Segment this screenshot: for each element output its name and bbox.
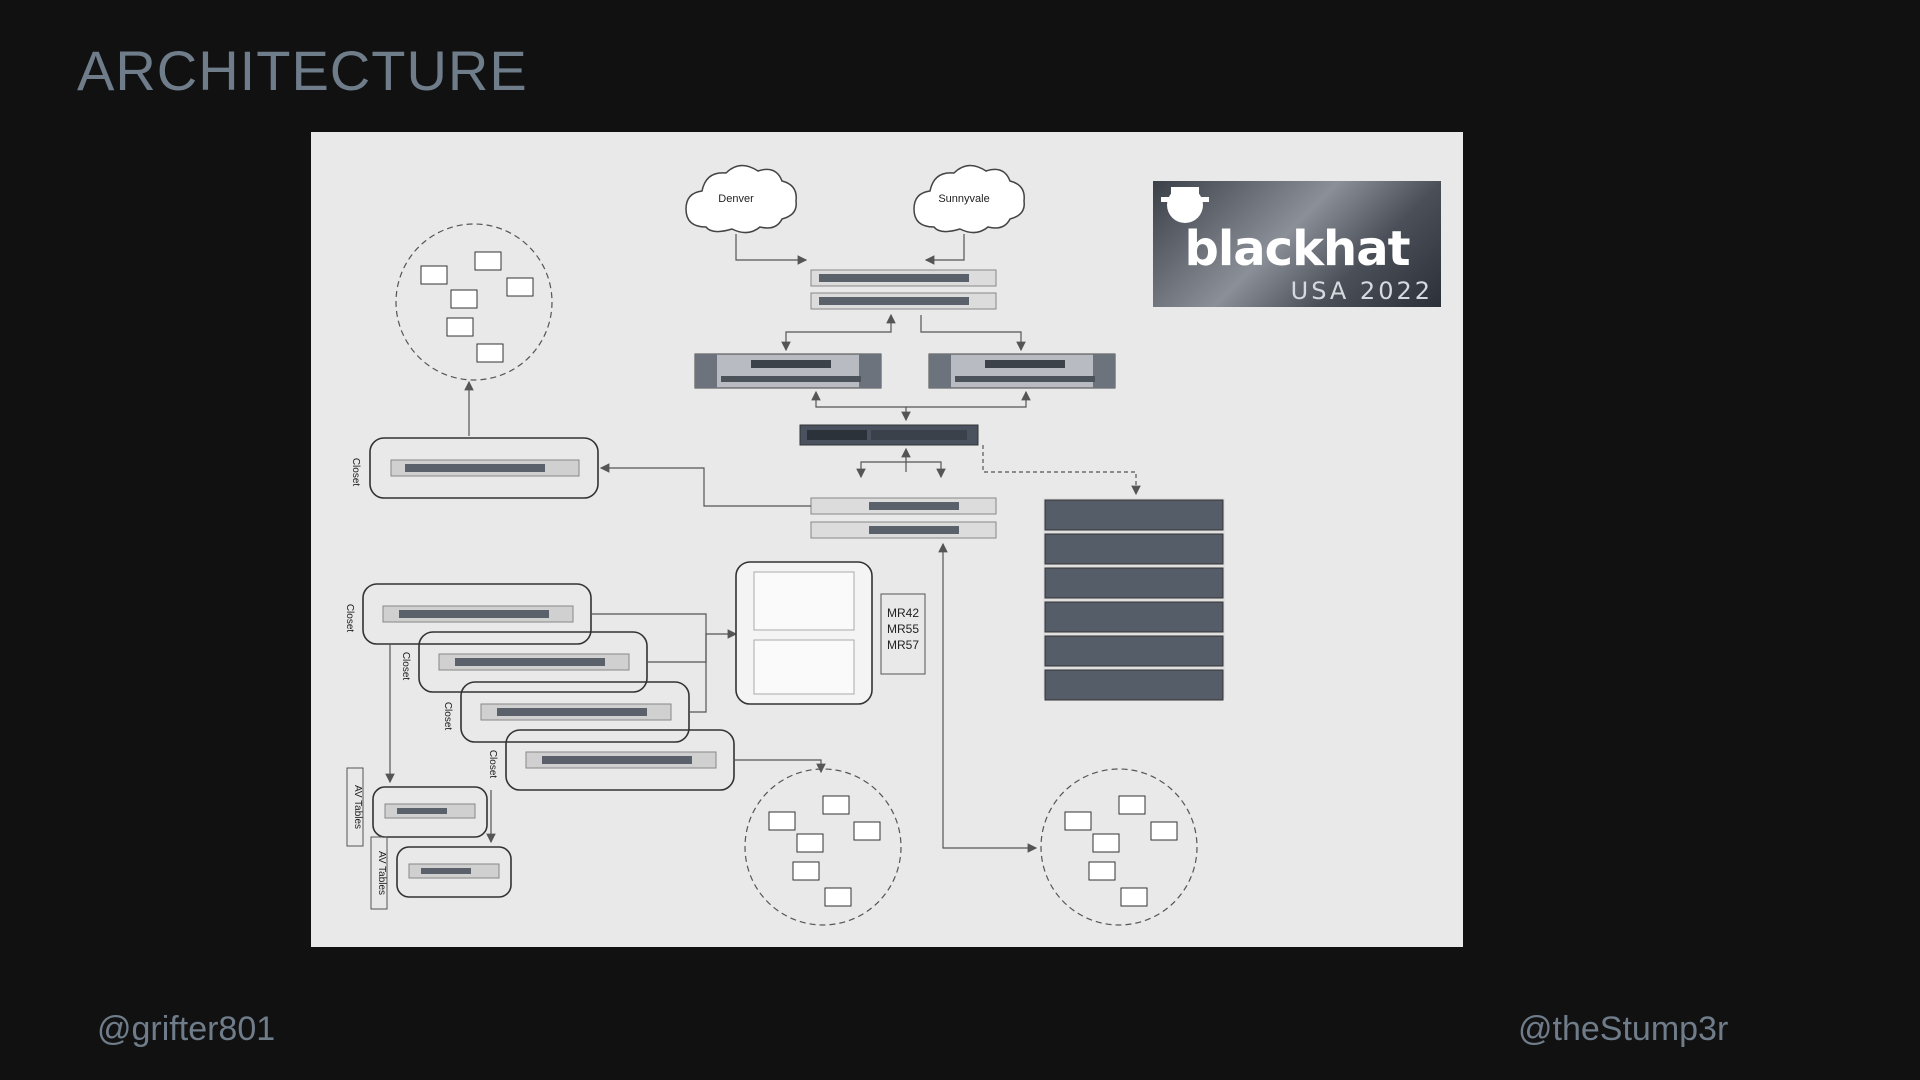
firewall-1: [694, 353, 882, 389]
ap-model-2: MR55: [887, 622, 919, 636]
core-switch-1: [810, 269, 997, 287]
closet-top: Closet: [350, 437, 599, 499]
network-architecture-diagram: Denver Sunnyvale: [311, 132, 1463, 947]
closet-2: Closet: [400, 631, 648, 693]
cloud-sunnyvale: Sunnyvale: [913, 164, 1025, 234]
av-tables-label: AV Tables: [376, 851, 387, 895]
link-closet3-ap: [689, 629, 738, 713]
closet-1: Closet: [344, 583, 592, 645]
client-cluster-bottom-middle: [744, 768, 902, 926]
link-fw2-agg: [906, 390, 1031, 408]
firewall-2: [928, 353, 1116, 389]
link-agg-servers: [982, 445, 1141, 496]
access-point: MR42 MR55 MR57: [735, 561, 926, 705]
ap-model-1: MR42: [887, 606, 919, 620]
blackhat-event: USA 2022: [1290, 277, 1433, 305]
link-denver: [735, 234, 808, 265]
closet-label: Closet: [350, 458, 361, 487]
closet-label: Closet: [442, 702, 453, 731]
link-fw1-agg: [811, 390, 911, 422]
distribution-switch-1: [810, 497, 997, 515]
closet-label: Closet: [400, 652, 411, 681]
closet-label: Closet: [344, 604, 355, 633]
closet-3: Closet: [442, 681, 690, 743]
av-tables-label: AV Tables: [352, 785, 363, 829]
link-sunnyvale: [924, 234, 965, 265]
closet-4: Closet: [487, 729, 735, 791]
closet-label: Closet: [487, 750, 498, 779]
client-cluster-top: [395, 223, 553, 381]
diagram-canvas: Denver Sunnyvale: [344, 164, 1225, 926]
client-cluster-bottom-right: [1040, 768, 1198, 926]
presenter-handle-right: @theStump3r: [1518, 1010, 1729, 1048]
slide-title: ARCHITECTURE: [77, 39, 528, 102]
aggregation-switch: [799, 424, 979, 446]
blackhat-logo: blackhat USA 2022: [1153, 181, 1441, 307]
server-rack: [1043, 498, 1225, 701]
link-closet1-ap: [591, 613, 707, 634]
presenter-handle-left: @grifter801: [97, 1010, 276, 1048]
core-switch-2: [810, 292, 997, 310]
distribution-switch-2: [810, 521, 997, 539]
cloud-denver: Denver: [685, 164, 797, 234]
av-table-1: AV Tables: [346, 767, 488, 847]
blackhat-wordmark: blackhat: [1184, 221, 1410, 277]
ap-model-3: MR57: [887, 638, 919, 652]
link-core-fw1: [781, 313, 896, 352]
cloud-label-sunnyvale: Sunnyvale: [938, 193, 989, 205]
link-dist-clients-right: [938, 542, 1038, 853]
link-closet4-clients: [734, 759, 826, 774]
link-agg-dist: [856, 461, 946, 479]
link-core-fw2: [920, 315, 1026, 352]
hat-icon: [1161, 187, 1209, 223]
link-dist-closet-top: [599, 463, 811, 507]
link-closet2-ap: [647, 634, 707, 663]
cloud-label-denver: Denver: [718, 193, 754, 205]
av-table-2: AV Tables: [370, 836, 512, 910]
